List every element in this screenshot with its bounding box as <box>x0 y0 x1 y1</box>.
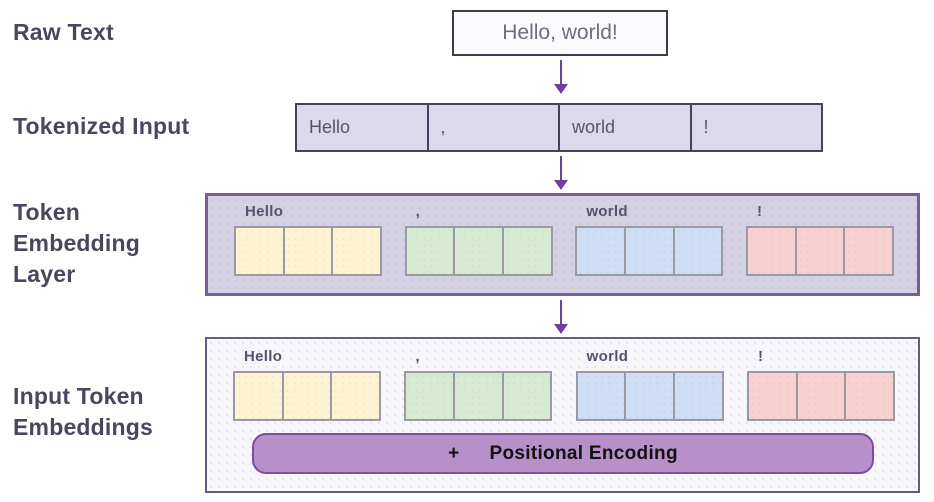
embedding-cell <box>455 373 504 419</box>
embedding-vector <box>404 226 553 276</box>
embedding-cell <box>333 228 381 274</box>
stage-label-token-embedding-layer: Token Embedding Layer <box>13 199 141 287</box>
raw-text-box: Hello, world! <box>452 10 668 56</box>
embedding-cell <box>455 228 504 274</box>
positional-encoding-bar: + Positional Encoding <box>252 433 874 474</box>
token-cell-comma: , <box>429 105 560 150</box>
token-cell-hello: Hello <box>297 105 429 150</box>
embedding-cell <box>846 373 893 419</box>
token-cell-world: world <box>560 105 692 150</box>
embedding-group-label: world <box>586 203 628 220</box>
embedding-group-label: ! <box>757 348 764 365</box>
embedding-cell <box>747 228 797 274</box>
token-cell-exclamation: ! <box>703 117 709 137</box>
embedding-group-hello: Hello <box>233 348 381 421</box>
embedding-cell <box>284 228 334 274</box>
embedding-cell <box>504 228 551 274</box>
embedding-group-label: ! <box>756 203 763 220</box>
embedding-cell <box>406 373 455 419</box>
stage-label-raw-text: Raw Text <box>13 19 114 45</box>
input-token-embeddings-box: Hello , world <box>205 337 920 493</box>
embedding-vector <box>746 371 895 421</box>
embedding-cell <box>283 373 333 419</box>
positional-encoding-label: Positional Encoding <box>489 442 678 464</box>
flow-arrow-down-icon <box>560 60 562 85</box>
embedding-cell <box>796 228 846 274</box>
flow-arrow-down-icon <box>560 300 562 325</box>
embedding-cell <box>577 373 627 419</box>
embedding-group-world: world <box>575 203 724 276</box>
stage-label-tokenized-input: Tokenized Input <box>13 113 190 139</box>
embedding-cell <box>625 228 675 274</box>
raw-text-value: Hello, world! <box>502 21 618 44</box>
flow-arrow-down-icon <box>560 156 562 181</box>
embedding-vector <box>575 226 724 276</box>
embedding-group-world: world <box>575 348 724 421</box>
embedding-group-exclamation: ! <box>746 348 895 421</box>
embedding-cell <box>845 228 892 274</box>
stage-label-input-token-embeddings: Input Token Embeddings <box>13 383 154 440</box>
token-embedding-layer-box: Hello , world <box>205 193 920 296</box>
tokenized-input-row: Hello , world ! <box>295 103 823 152</box>
embedding-vector <box>575 371 724 421</box>
embedding-group-comma: , <box>404 348 553 421</box>
embedding-cell <box>236 228 285 274</box>
embedding-group-hello: Hello <box>234 203 382 276</box>
embedding-group-label: world <box>586 348 629 365</box>
embedding-group-row: Hello , world <box>207 339 918 421</box>
embedding-vector <box>233 371 381 421</box>
embedding-group-label: Hello <box>244 348 283 365</box>
embedding-cell <box>674 228 722 274</box>
embedding-cell <box>235 373 284 419</box>
embedding-group-row: Hello , world <box>208 196 917 276</box>
embedding-cell <box>675 373 722 419</box>
embedding-cell <box>626 373 675 419</box>
embedding-vector <box>745 226 894 276</box>
embedding-group-label: Hello <box>245 203 284 220</box>
embedding-group-exclamation: ! <box>745 203 894 276</box>
plus-icon: + <box>448 442 460 464</box>
embedding-cell <box>797 373 847 419</box>
embedding-group-label: , <box>415 203 421 220</box>
embedding-vector <box>404 371 553 421</box>
embedding-group-comma: , <box>404 203 553 276</box>
embedding-cell <box>748 373 798 419</box>
embedding-group-label: , <box>415 348 420 365</box>
embedding-cell <box>406 228 456 274</box>
embedding-vector <box>234 226 382 276</box>
embedding-cell <box>503 373 551 419</box>
embedding-cell <box>577 228 626 274</box>
embedding-cell <box>332 373 380 419</box>
